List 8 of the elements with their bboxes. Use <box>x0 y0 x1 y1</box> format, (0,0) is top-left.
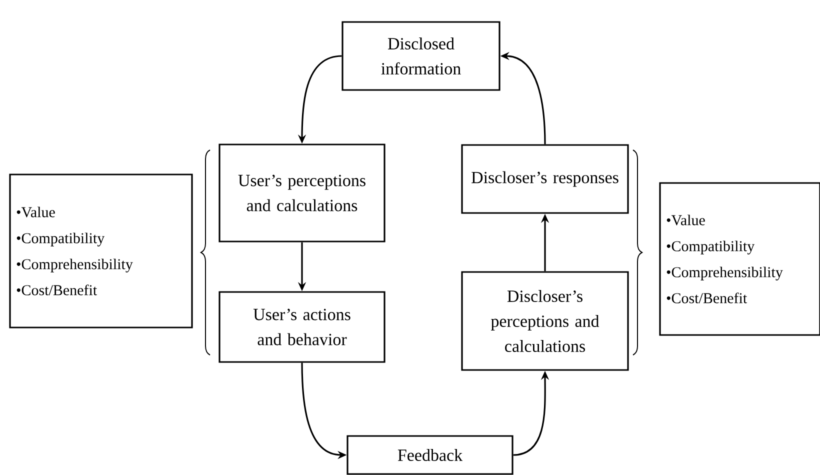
process-box: User’s perceptions and calculations <box>218 144 386 242</box>
process-box: Feedback <box>346 435 514 475</box>
bullet-list-box: •Value •Compatibility •Comprehensibility •Cost/Benefit <box>659 182 820 336</box>
process-box: Discloser’s perceptions and calculations <box>461 271 629 371</box>
process-box: Disclosed information <box>342 21 500 91</box>
process-box: Discloser’s responses <box>461 144 629 214</box>
process-box: User’s actions and behavior <box>218 291 386 363</box>
bullet-list-box: •Value •Compatibility •Comprehensibility •Cost/Benefit <box>9 174 193 328</box>
